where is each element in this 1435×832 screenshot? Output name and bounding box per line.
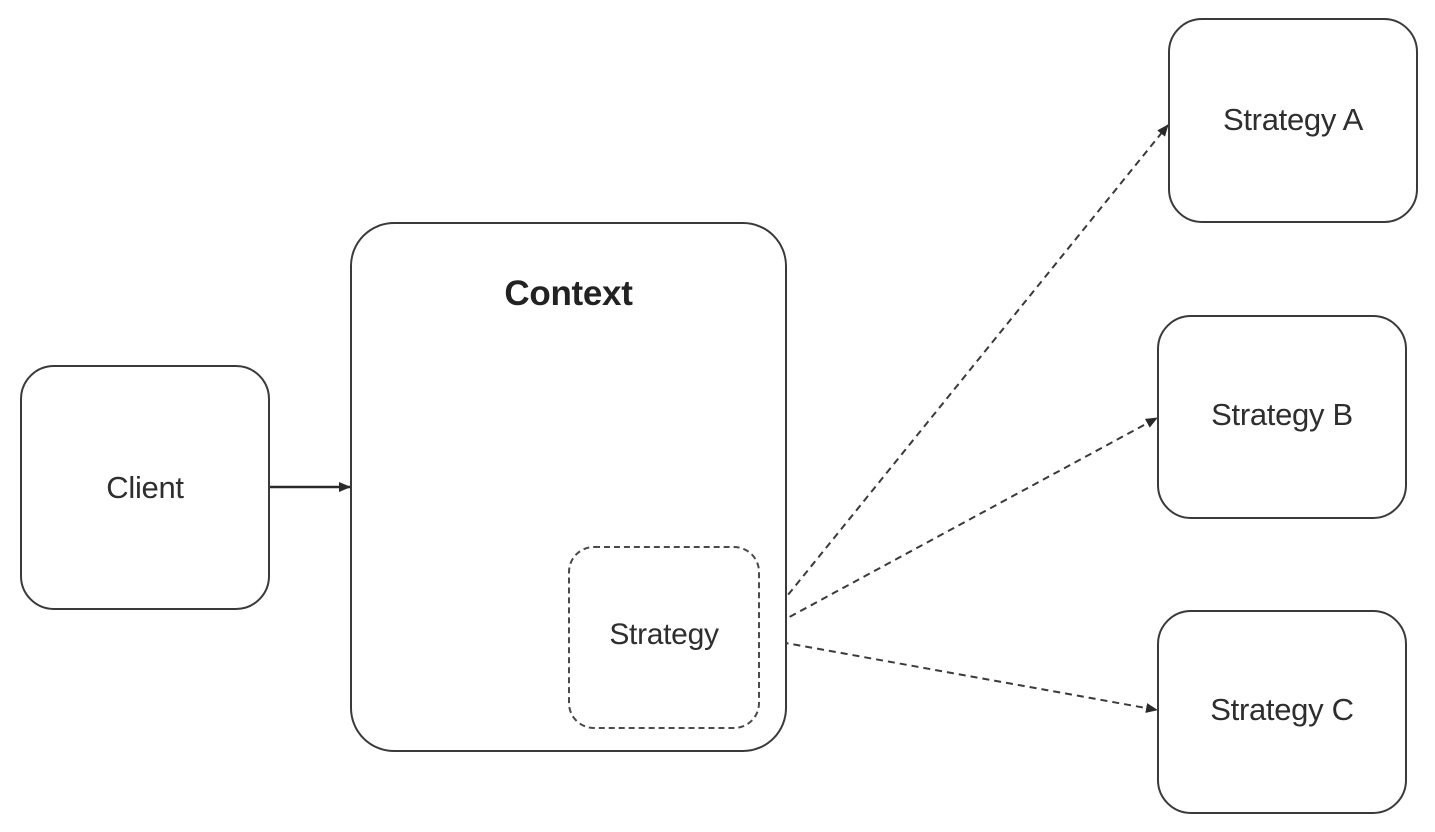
edge-strategy-to-strategy-c	[757, 637, 1158, 713]
strategy-b-label: Strategy B	[1211, 397, 1353, 432]
edge-strategy-to-strategy-b	[757, 417, 1158, 635]
client-node: Client	[20, 365, 270, 610]
strategy-c-node: Strategy C	[1157, 610, 1407, 814]
context-title: Context	[504, 274, 633, 313]
client-label: Client	[106, 470, 184, 505]
strategy-a-label: Strategy A	[1222, 102, 1364, 137]
strategy-b-node: Strategy B	[1157, 315, 1407, 519]
context-strategy-label: Strategy	[609, 618, 719, 651]
edge-strategy-to-strategy-a	[757, 124, 1169, 633]
context-strategy-slot: Strategy	[568, 546, 760, 729]
strategy-a-node: Strategy A	[1168, 18, 1418, 223]
context-node: Context Strategy	[350, 222, 787, 752]
strategy-c-label: Strategy C	[1210, 692, 1354, 727]
